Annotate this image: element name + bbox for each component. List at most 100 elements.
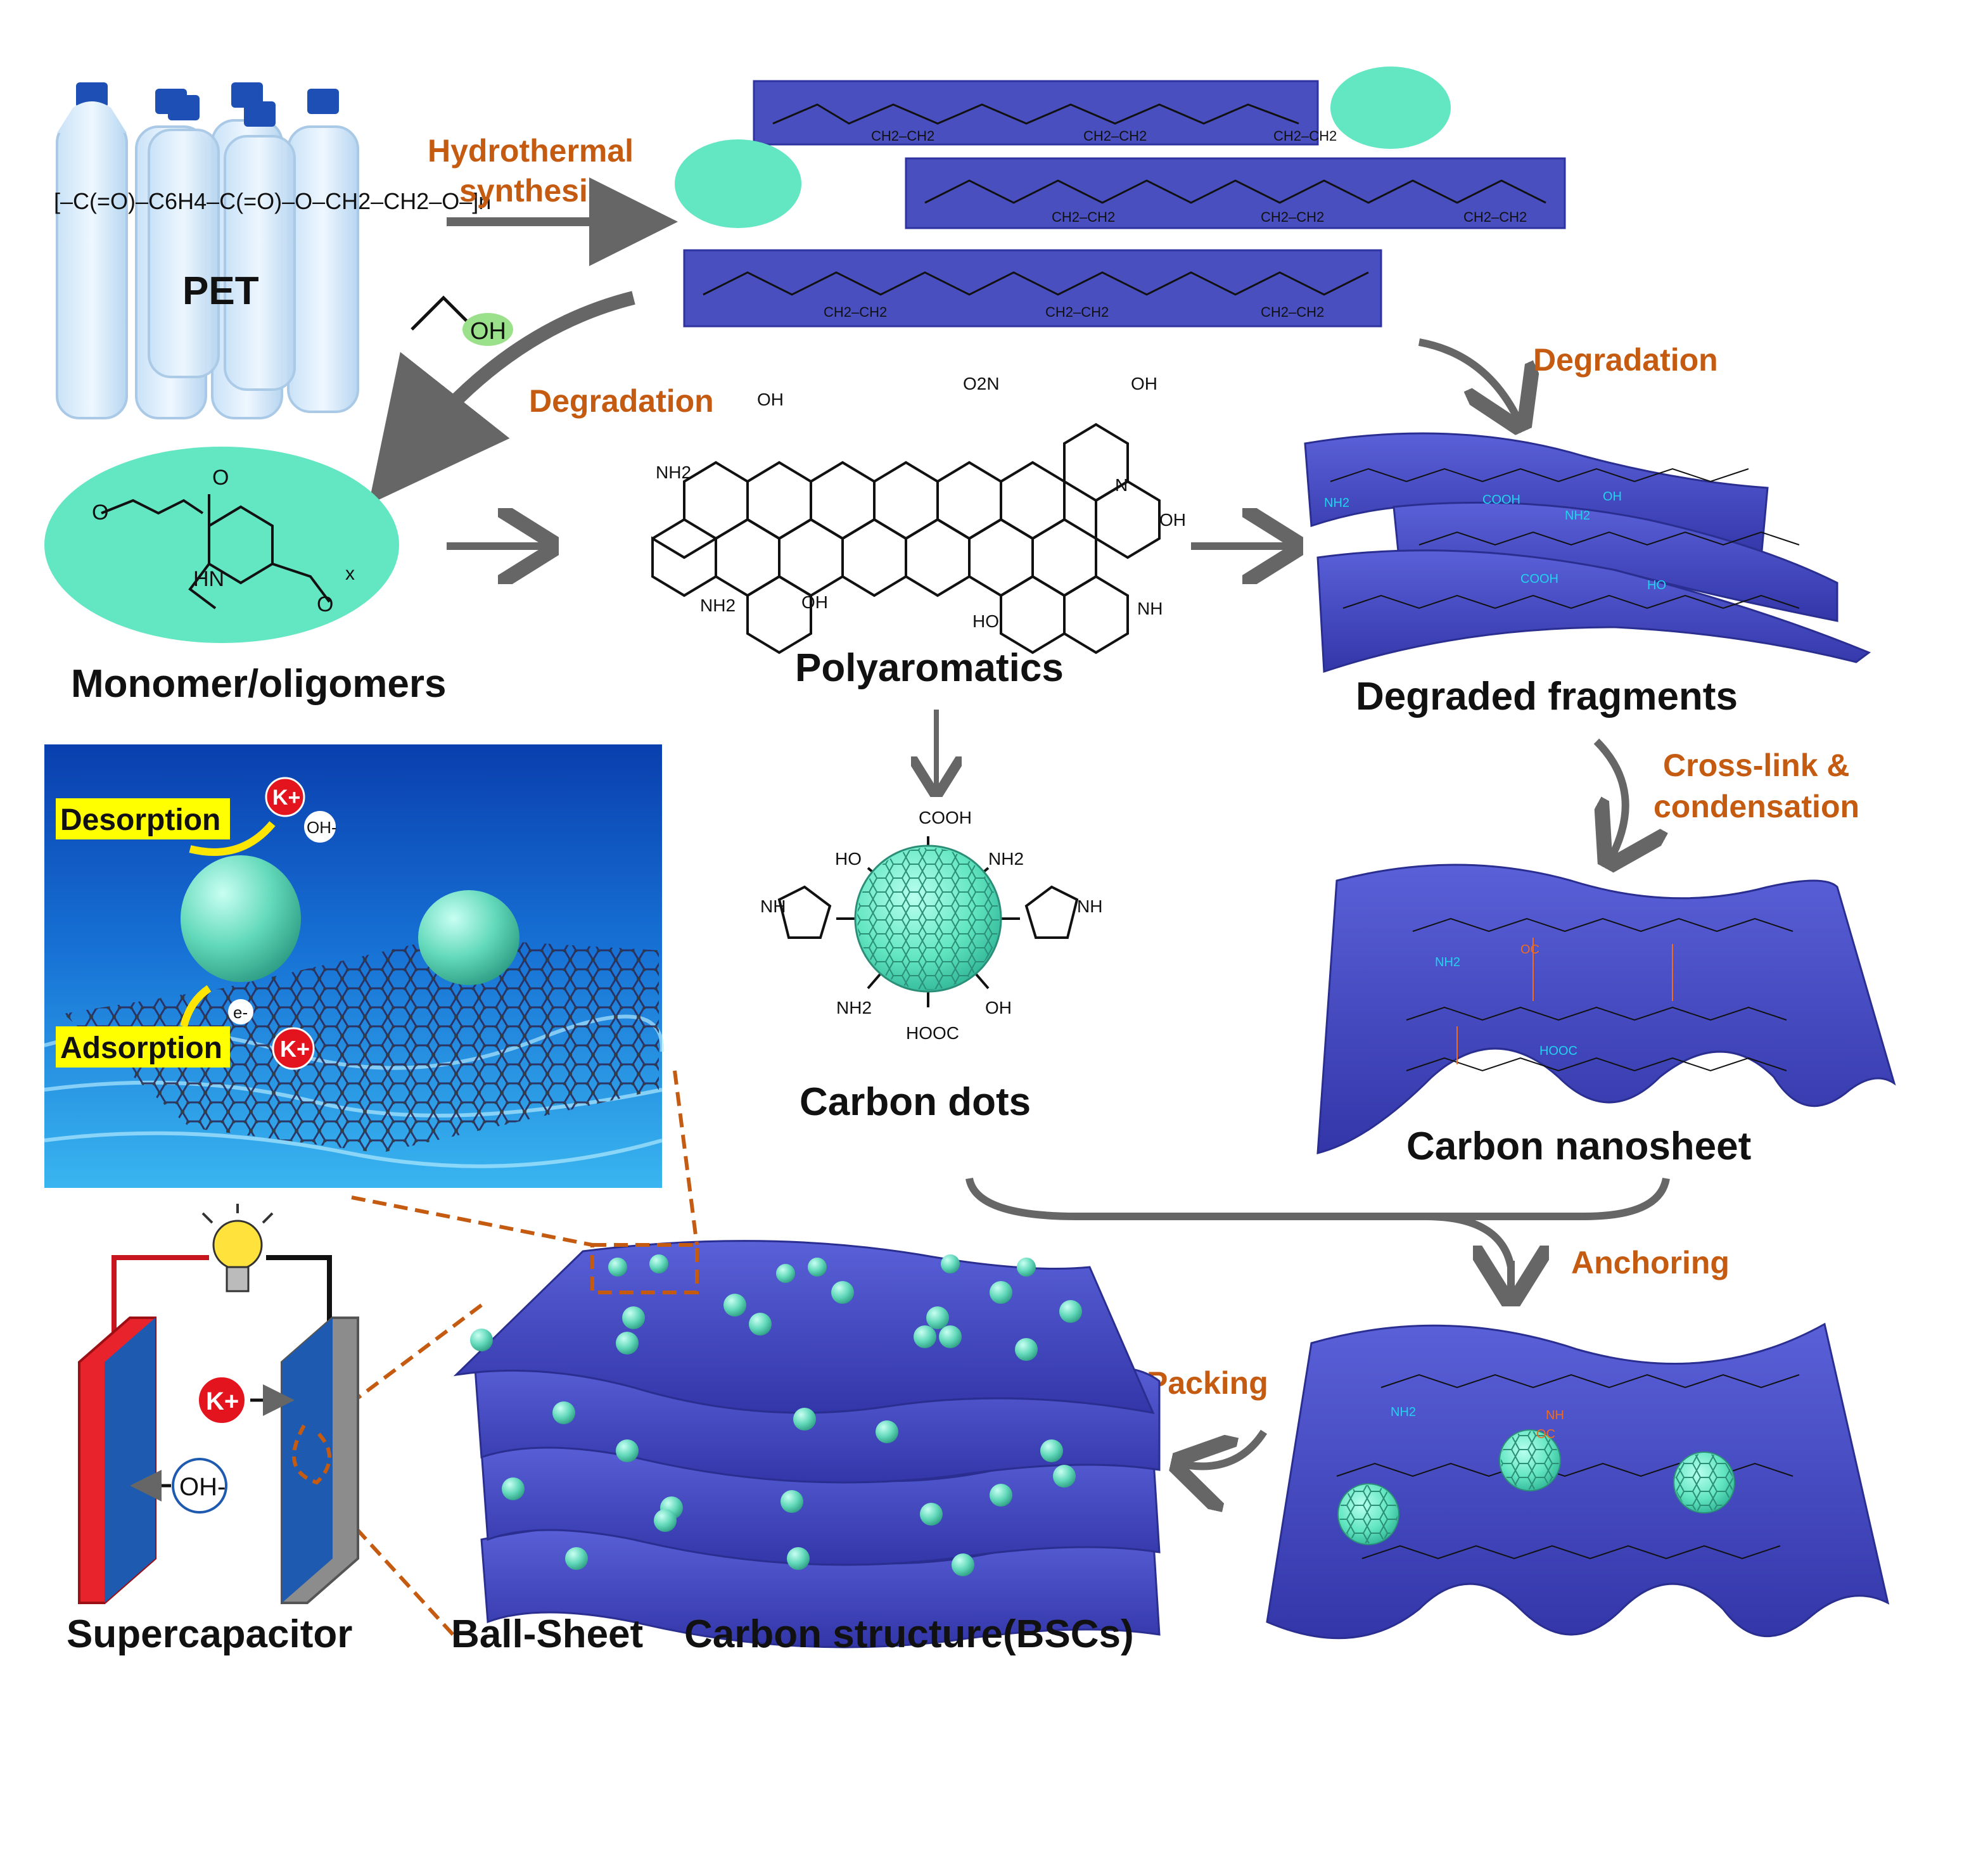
supercap-k-label: K+ [206,1387,239,1415]
packing-label: Packing [1147,1365,1268,1401]
poly-nh2-left: NH2 [656,462,691,482]
chain2-ch2c: CH2–CH2 [1463,209,1527,225]
carbon-nanosheet-label: Carbon nanosheet [1406,1125,1751,1168]
polymer-chain-3: CH2–CH2 CH2–CH2 CH2–CH2 [683,249,1382,328]
poly-ho: HO [972,611,999,631]
chain3-ch2c: CH2–CH2 [1261,304,1324,320]
degradation-label-left: Degradation [529,383,714,419]
sheet-nh2: NH2 [1435,955,1460,969]
bsc-label-part2: Carbon structure(BSCs) [684,1612,1134,1656]
poly-nh: NH [1137,599,1163,618]
anch-nh2: NH2 [1391,1405,1416,1419]
chain1-ch2: CH2–CH2 [871,128,934,144]
electron [228,999,253,1024]
bsc-label-part1: Ball-Sheet [451,1612,643,1656]
chain1-ch2c: CH2–CH2 [1273,128,1337,144]
dot-oh-br: OH [985,998,1012,1017]
nanosheet-chains [1406,917,1794,1072]
carbon-dot-figure [777,836,1079,1007]
polyaromatics-label: Polyaromatics [795,646,1064,690]
zoom-dashed-line-right [673,1070,699,1246]
frag-nh2b: NH2 [1565,509,1590,523]
monomer-ellipse [44,447,399,643]
dot-nh-left: NH [760,896,786,916]
oh-highlight [462,313,513,346]
supercap-oh-label: OH- [179,1473,226,1501]
k-ion-bottom [272,1027,315,1070]
chain3-ch2b: CH2–CH2 [1045,304,1109,320]
chain2-ch2b: CH2–CH2 [1261,209,1324,225]
zoom-dashed-line-cap-bottom [353,1525,455,1636]
polyaromatics-structure [651,423,1161,654]
dot-hooc: HOOC [906,1023,959,1043]
light-bulb-icon [201,1204,274,1292]
degraded-fragments-label: Degraded fragments [1356,675,1738,718]
frag-cooh: COOH [1482,493,1520,507]
pet-formula: [–C(=O)–C6H4–C(=O)–O–CH2–CH2–O–]n [54,188,491,214]
adsorption-text: Adsorption [60,1031,222,1065]
dot-nh-right: NH [1077,896,1102,916]
poly-oh-right: OH [1159,510,1186,530]
carbon-dots-label: Carbon dots [800,1080,1031,1124]
frag-oh: OH [1603,490,1622,504]
electron-label: e- [233,1003,248,1022]
monomer-structure [101,494,331,609]
polymer-chain-2: CH2–CH2 CH2–CH2 CH2–CH2 [905,157,1566,229]
monomer-o3: O [317,592,333,616]
frag-cooh2: COOH [1520,572,1558,586]
chain2-ch2: CH2–CH2 [1052,209,1115,225]
chain3-ch2: CH2–CH2 [824,304,887,320]
degraded-fragments-sheets: NH2 COOH OH NH2 COOH HO [1304,432,1871,673]
supercapacitor-figure: K+ OH- [78,1204,359,1604]
crosslink-curved-arrow [1596,738,1626,862]
teal-oligomer-ellipse-2 [675,139,801,228]
hydrothermal-label-line1: Hydrothermal [428,133,634,169]
adsorption-panel: Desorption Adsorption K+ OH- e- K+ [44,744,665,1188]
adsorption-badge [56,1026,230,1068]
supercapacitor-label: Supercapacitor [67,1612,352,1656]
monomer-o: O [92,501,108,525]
ball-sheet-stack [453,1240,1161,1648]
anchored-sheet [1266,1322,1890,1640]
ethanol-oh: OH [470,318,506,345]
zoom-dashed-box [590,1243,699,1294]
supercap-oh-ion [172,1458,227,1514]
sheet-hooc: HOOC [1539,1044,1577,1058]
crosslink-label-line2: condensation [1653,789,1859,824]
monomer-x: x [345,563,355,584]
chain1-ch2b: CH2–CH2 [1083,128,1147,144]
hydrothermal-label-line2: synthesis [459,173,606,208]
frag-ho: HO [1647,578,1666,592]
k-ion-bottom-label: K+ [280,1036,310,1062]
monomer-hn: HN [193,567,224,591]
oh-ion-top-label: OH- [307,818,337,837]
pet-bottles-image [56,82,359,419]
dot-nh2-tr: NH2 [988,849,1024,869]
anch-oc: OC [1536,1427,1555,1441]
desorption-badge [56,798,230,839]
dot-ho: HO [835,849,862,869]
ethanol-structure [411,295,470,331]
poly-oh-top: OH [757,390,784,409]
packing-curved-arrow [1178,1429,1268,1466]
degradation-label-right: Degradation [1533,342,1718,378]
anchoring-label: Anchoring [1571,1245,1730,1280]
poly-oh-bottom: OH [801,592,828,612]
teal-oligomer-ellipse-1 [1330,67,1451,149]
crosslink-label-line1: Cross-link & [1663,748,1850,783]
carbon-nanosheet [1316,864,1896,1154]
k-ion-top [265,777,305,817]
poly-no2: O2N [963,374,1000,393]
oh-ion-top [304,811,336,843]
adsorbed-sphere-2 [418,890,519,985]
degradation-curved-arrow-right [1418,338,1520,424]
poly-oh-topright: OH [1131,374,1157,393]
dot-cooh: COOH [919,808,972,827]
monomer-o2: O [212,466,229,490]
poly-n: N [1115,475,1128,495]
zoom-dashed-line-left [351,1196,593,1247]
pet-label: PET [182,269,259,313]
degradation-curved-arrow-left [368,291,635,505]
supercap-k-ion [196,1375,247,1425]
